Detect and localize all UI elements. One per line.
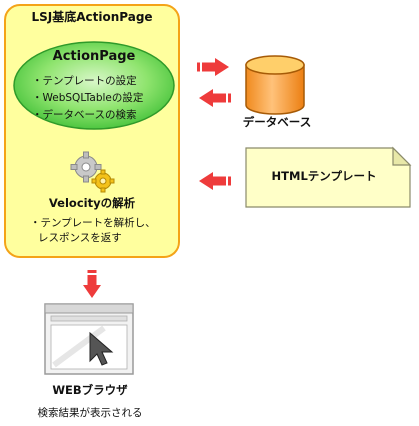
action-page-ellipse	[13, 41, 175, 130]
template-label: HTMLテンプレート	[271, 169, 377, 183]
velocity-line-2: レスポンスを返す	[38, 232, 122, 244]
arrow-to-database	[197, 58, 229, 76]
gears-icon	[70, 151, 115, 193]
browser-label: WEBブラウザ	[52, 383, 128, 397]
browser-caption: 検索結果が表示される	[37, 407, 143, 419]
database-label: データベース	[242, 115, 312, 129]
arrow-to-browser	[83, 270, 101, 298]
action-item-websqltable: ・WebSQLTableの設定	[32, 92, 144, 104]
velocity-line-1: ・テンプレートを解析し、	[30, 217, 156, 229]
action-item-template: ・テンプレートの設定	[32, 75, 137, 87]
action-page-title: ActionPage	[52, 49, 136, 64]
container-title: LSJ基底ActionPage	[31, 10, 153, 24]
browser-cursor-icon	[44, 303, 134, 375]
action-item-db-search: ・データベースの検索	[32, 109, 137, 121]
database-cylinder-icon	[245, 55, 305, 115]
arrow-from-database	[199, 89, 231, 107]
document-icon	[245, 146, 412, 208]
arrow-from-template	[199, 172, 231, 190]
velocity-title: Velocityの解析	[48, 196, 136, 210]
